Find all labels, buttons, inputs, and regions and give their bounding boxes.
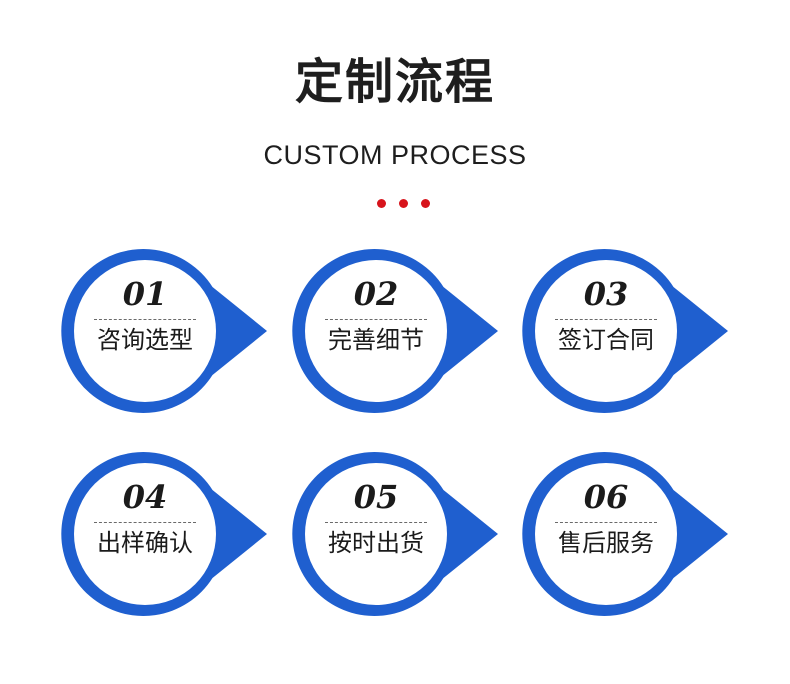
process-step-01: 01 咨询选型 bbox=[61, 248, 277, 414]
step-number: 02 bbox=[353, 275, 399, 313]
dashed-divider bbox=[94, 522, 196, 523]
pointer-circle-icon bbox=[522, 249, 728, 413]
page-subtitle: CUSTOM PROCESS bbox=[263, 140, 527, 170]
process-step-02: 02 完善细节 bbox=[292, 248, 508, 414]
step-number: 04 bbox=[122, 478, 168, 516]
step-label: 按时出货 bbox=[328, 529, 424, 557]
process-step-06: 06 售后服务 bbox=[522, 451, 738, 617]
dashed-divider bbox=[325, 319, 427, 320]
red-dot bbox=[399, 199, 408, 208]
process-step-03: 03 签订合同 bbox=[522, 248, 738, 414]
pointer-circle-icon bbox=[292, 452, 498, 616]
step-number: 01 bbox=[122, 275, 168, 313]
pointer-circle-icon bbox=[61, 452, 267, 616]
pointer-circle-icon bbox=[522, 452, 728, 616]
process-step-04: 04 出样确认 bbox=[61, 451, 277, 617]
dashed-divider bbox=[325, 522, 427, 523]
dashed-divider bbox=[555, 522, 657, 523]
dashed-divider bbox=[555, 319, 657, 320]
step-number: 05 bbox=[353, 478, 399, 516]
pointer-circle-icon bbox=[61, 249, 267, 413]
step-number: 06 bbox=[583, 478, 629, 516]
step-label: 签订合同 bbox=[558, 326, 654, 354]
pointer-circle-icon bbox=[292, 249, 498, 413]
step-number: 03 bbox=[583, 275, 629, 313]
step-label: 咨询选型 bbox=[97, 326, 193, 354]
process-step-05: 05 按时出货 bbox=[292, 451, 508, 617]
step-label: 出样确认 bbox=[97, 529, 193, 557]
step-label: 售后服务 bbox=[558, 529, 654, 557]
step-label: 完善细节 bbox=[328, 326, 424, 354]
red-dot bbox=[421, 199, 430, 208]
dashed-divider bbox=[94, 319, 196, 320]
red-dot bbox=[377, 199, 386, 208]
page-title: 定制流程 bbox=[294, 54, 495, 110]
decorative-dots bbox=[376, 199, 432, 209]
